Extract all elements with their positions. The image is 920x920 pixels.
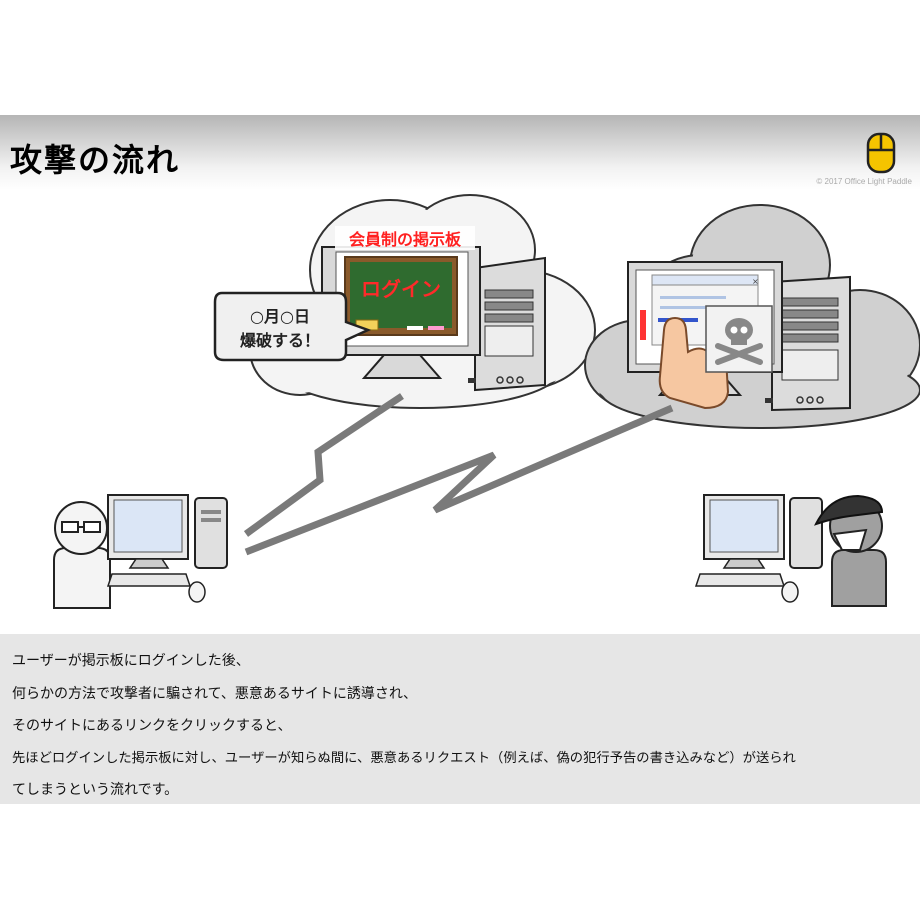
attack-lightning-lines xyxy=(243,393,674,556)
user-person-icon xyxy=(53,501,111,609)
attacker-computer xyxy=(694,494,823,603)
threat-speech-bubble: ○月○日 爆破する！ xyxy=(213,291,372,362)
user-computer xyxy=(106,494,228,603)
malicious-server-tower xyxy=(765,275,851,412)
page-title: 攻撃の流れ xyxy=(10,141,181,179)
caption-line-3: そのサイトにあるリンクをクリックすると、 xyxy=(12,718,292,734)
close-icon: × xyxy=(752,277,759,286)
bubble-line-1: ○月○日 xyxy=(250,307,310,326)
lightning-to-malicious xyxy=(244,404,674,556)
bubble-line-2: 爆破する！ xyxy=(240,331,320,350)
login-label: ログイン xyxy=(361,277,441,301)
caption-line-1: ユーザーが掲示板にログインした後、 xyxy=(12,653,250,669)
copyright-text: © 2017 Office Light Paddle xyxy=(816,177,912,186)
board-title: 会員制の掲示板 xyxy=(349,230,462,249)
caption-line-5: てしまうという流れです。 xyxy=(12,782,179,798)
lightning-to-board xyxy=(243,393,404,537)
attack-flow-diagram: 会員制の掲示板 ログイン ○月○日 爆破する！ × xyxy=(53,194,920,609)
skull-card-icon xyxy=(705,305,773,373)
attacker-person-icon xyxy=(814,494,887,607)
caption-line-4: 先ほどログインした掲示板に対し、ユーザーが知らぬ間に、悪意あるリクエスト（例えば… xyxy=(12,751,796,766)
header-bar: 攻撃の流れ © 2017 Office Light Paddle xyxy=(0,115,920,190)
caption-line-2: 何らかの方法で攻撃者に騙されて、悪意あるサイトに誘導され、 xyxy=(12,686,418,702)
caption-panel: ユーザーが掲示板にログインした後、 何らかの方法で攻撃者に騙されて、悪意あるサイ… xyxy=(0,634,920,804)
clicking-hand-icon xyxy=(658,316,730,410)
mouse-logo-icon xyxy=(866,132,896,174)
